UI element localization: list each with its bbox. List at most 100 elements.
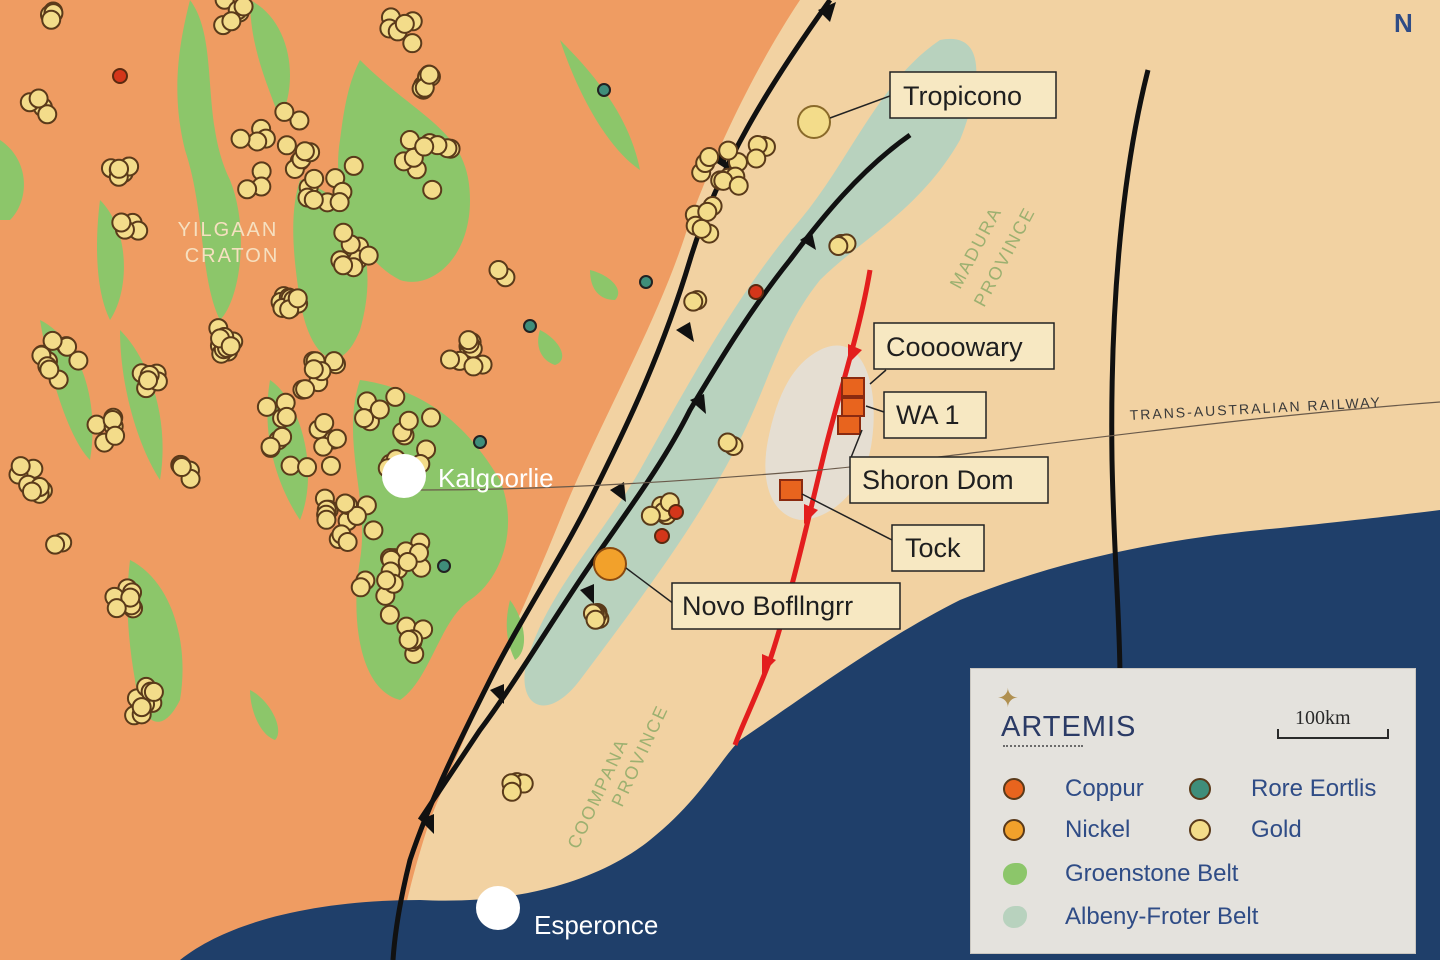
gold-deposit-dot	[171, 457, 192, 478]
wa1-label: WA 1	[896, 400, 960, 430]
gold-deposit-dot	[335, 493, 356, 514]
gold-deposit-dot	[346, 505, 367, 526]
gold-deposit-dot	[691, 218, 712, 239]
gold-deposit-dot	[363, 520, 384, 541]
scale-label: 100km	[1295, 707, 1351, 729]
craton-label-line2: CRATON	[185, 245, 280, 267]
gold-deposit-dot	[379, 604, 400, 625]
legend-label-copper: Coppur	[1065, 775, 1144, 802]
legend-item-albany-fraser: Albeny-Froter Belt	[1003, 903, 1258, 931]
gold-deposit-dot	[109, 158, 130, 179]
gold-deposit-dot	[68, 350, 89, 371]
gold-deposit-dot	[385, 386, 406, 407]
craton-label-line1: YILGAAN	[178, 219, 279, 241]
nova-bollinger-label: Novo Bofllngrr	[682, 591, 853, 621]
legend-item-gold: Gold	[1189, 816, 1302, 844]
deposit-callouts: Tropicono Coooowary WA 1 Shoron Dom Tock…	[671, 71, 1057, 630]
gold-deposit-dot	[828, 235, 849, 256]
gold-deposit-dot	[414, 136, 435, 157]
gold-deposit-dot	[28, 88, 49, 109]
gold-deposits	[8, 0, 857, 802]
gold-deposit-dot	[138, 370, 159, 391]
gold-deposit-dot	[111, 212, 132, 233]
legend-panel: ✦ ARTEMIS 100km Coppur Rore Eortlis Nick…	[970, 668, 1416, 954]
legend-brand-underline	[1003, 745, 1083, 753]
legend-label-greenstone: Groenstone Belt	[1065, 860, 1239, 887]
gold-deposit-dot	[260, 436, 281, 457]
artemis-logo-icon: ✦	[997, 683, 1019, 713]
legend-item-nickel: Nickel	[1003, 816, 1130, 844]
gold-deposit-dot	[458, 330, 479, 351]
railway-line	[419, 401, 1440, 491]
gold-deposit-dot	[326, 428, 347, 449]
gold-deposit-dot	[280, 455, 301, 476]
gold-deposit-dot	[329, 192, 350, 213]
gold-deposit-dot	[358, 245, 379, 266]
gold-deposit-dot	[350, 577, 371, 598]
legend-label-rare-earths: Rore Eortlis	[1251, 775, 1377, 802]
gold-deposit-dot	[398, 629, 419, 650]
gold-deposit-dot	[746, 148, 767, 169]
cooeowary-label: Coooowary	[886, 332, 1023, 362]
gold-deposit-dot	[256, 396, 277, 417]
gold-deposit-dot	[105, 425, 126, 446]
gold-deposit-dot	[376, 570, 397, 591]
gold-deposit-dot	[287, 288, 308, 309]
gold-deposit-dot	[394, 13, 415, 34]
gold-deposit-dot	[143, 681, 164, 702]
rare-earth-deposits	[437, 83, 653, 573]
north-arrow: N	[1394, 8, 1413, 38]
legend-label-gold: Gold	[1251, 816, 1302, 843]
wa1-markers	[779, 377, 865, 501]
gold-deposit-dot	[274, 101, 295, 122]
gold-deposit-dot	[337, 531, 358, 552]
gold-deposit-dot	[295, 379, 316, 400]
gold-deposit-dot	[397, 551, 418, 572]
gold-deposit-dot	[718, 140, 739, 161]
gold-deposit-dot	[106, 598, 127, 619]
callout-lines	[625, 95, 893, 605]
esperance-town-marker	[476, 886, 520, 930]
tropicana-marker	[797, 105, 831, 139]
gold-deposit-dot	[343, 155, 364, 176]
gold-deposit-dot	[422, 179, 443, 200]
legend-label-nickel: Nickel	[1065, 816, 1131, 843]
gold-deposit-dot	[699, 147, 720, 168]
gold-deposit-dot	[131, 697, 152, 718]
gold-dot-icon	[1189, 819, 1211, 841]
gold-deposit-dot	[314, 412, 335, 433]
gold-deposit-dot	[221, 11, 242, 32]
gold-deposit-dot	[585, 609, 606, 630]
gold-deposit-dot	[303, 189, 324, 210]
gold-deposit-dot	[247, 131, 268, 152]
sharon-dom-label: Shoron Dom	[862, 465, 1014, 495]
copper-dot-icon	[1003, 778, 1025, 800]
gold-deposit-dot	[333, 222, 354, 243]
copper-deposits	[112, 68, 764, 544]
scale-bar	[1277, 729, 1389, 739]
gold-deposit-dot	[304, 168, 325, 189]
gold-deposit-dot	[421, 407, 442, 428]
gold-deposit-dot	[230, 128, 251, 149]
gold-deposit-dot	[463, 356, 484, 377]
gold-deposit-dot	[369, 399, 390, 420]
gold-deposit-dot	[440, 349, 461, 370]
albany-fraser-belt	[524, 38, 977, 706]
gold-deposit-dot	[303, 359, 324, 380]
legend-label-albany-fraser: Albeny-Froter Belt	[1065, 903, 1259, 930]
gold-deposit-dot	[220, 336, 241, 357]
gold-deposit-dot	[354, 408, 375, 429]
gold-deposit-dot	[297, 457, 318, 478]
gold-deposit-dot	[717, 432, 738, 453]
gold-deposit-dot	[402, 33, 423, 54]
gold-deposit-dot	[728, 175, 749, 196]
gold-deposit-dot	[276, 406, 297, 427]
kalgoorlie-town-marker	[382, 454, 426, 498]
gold-deposit-dot	[37, 104, 58, 125]
nickel-dot-icon	[1003, 819, 1025, 841]
kalgoorlie-label: Kalgoorlie	[438, 463, 554, 493]
gold-deposit-dot	[42, 330, 63, 351]
gold-deposit-dot	[21, 481, 42, 502]
legend-item-copper: Coppur	[1003, 775, 1144, 803]
